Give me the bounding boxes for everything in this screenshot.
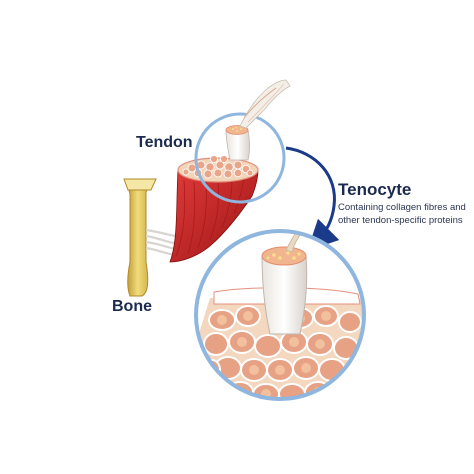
tendon-label: Tendon [136,134,193,151]
bone-label: Bone [112,298,152,315]
tendon-fiber-icon [225,79,291,161]
small-magnify-circle-icon [194,112,286,204]
bone-icon [123,178,157,297]
large-magnify-circle [194,229,366,401]
curved-arrow-icon [285,146,340,251]
tenocyte-label: Tenocyte [338,180,412,199]
tenocyte-description: Containing collagen fibres and other ten… [338,202,466,226]
